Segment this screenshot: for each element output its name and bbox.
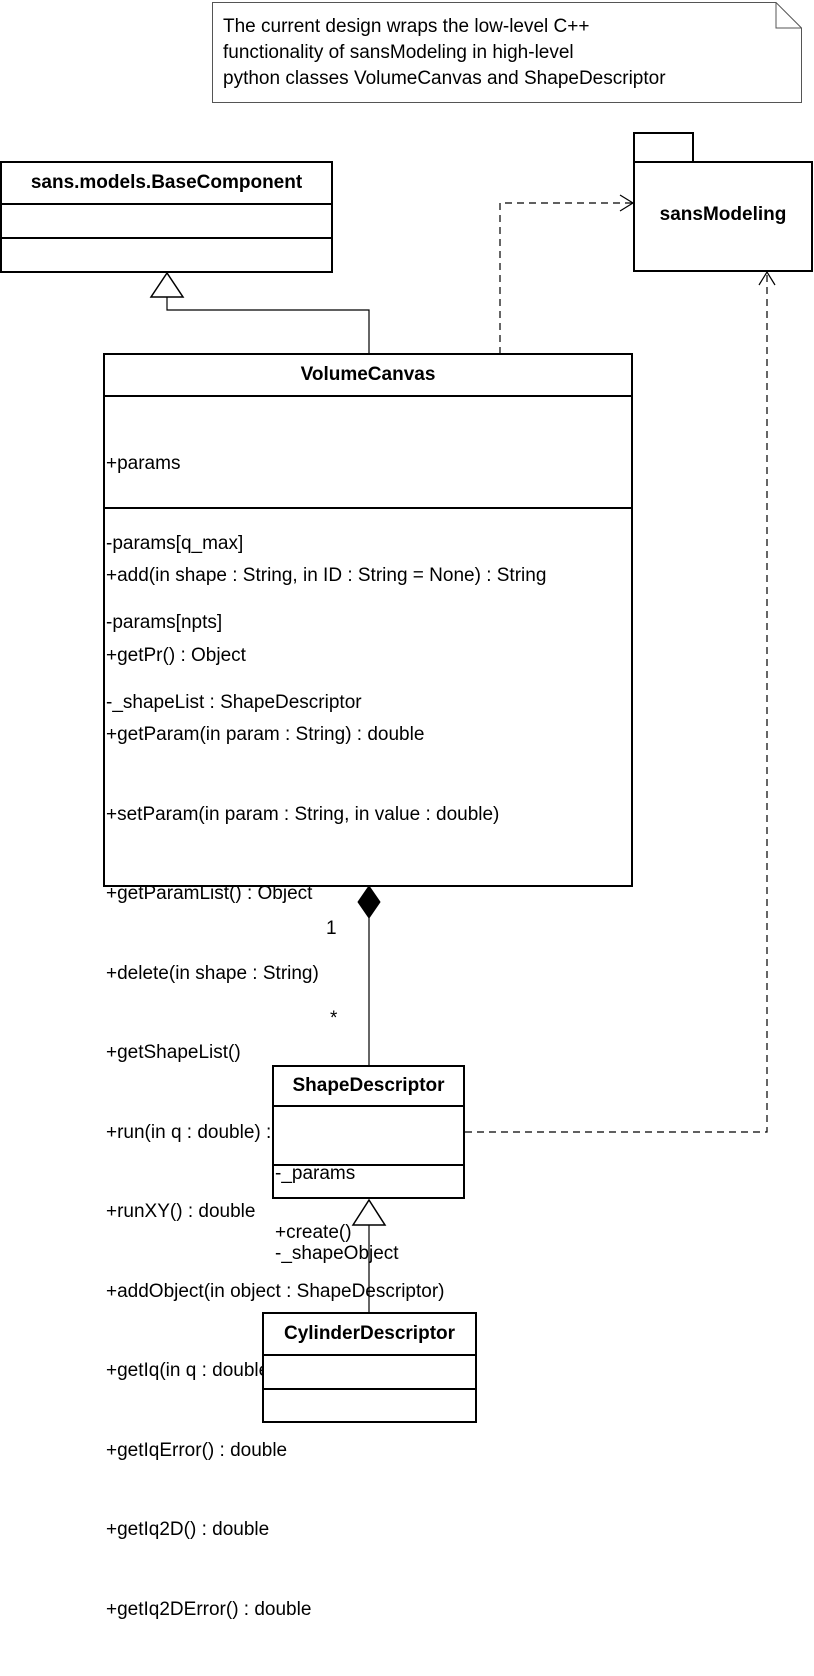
operation: +setParam(in param : String, in value : … — [106, 803, 500, 825]
operation: +runXY() : double — [106, 1201, 256, 1222]
package-shape — [633, 132, 813, 272]
multiplicity-part: * — [330, 1008, 338, 1029]
operation: +create() — [275, 1222, 352, 1243]
attribute: -_params — [275, 1163, 356, 1184]
attributes-compartment — [264, 1356, 475, 1390]
operations-compartment: +create() — [274, 1166, 463, 1300]
composition-diamond-icon — [357, 885, 381, 919]
dependency-shapedescriptor-to-sansmodeling — [465, 270, 776, 1133]
attribute: -params[npts] — [106, 612, 223, 633]
package-name: sansModeling — [659, 204, 787, 225]
operations-compartment — [264, 1390, 475, 1421]
attribute: -_shapeList : ShapeDescriptor — [106, 691, 362, 713]
generalization-cylinderdescriptor-to-shapedescriptor — [351, 1198, 387, 1313]
class-basecomponent[interactable]: sans.models.BaseComponent — [0, 161, 333, 273]
open-arrowhead-icon — [758, 270, 776, 286]
operation: +getPr() : Object — [106, 644, 246, 666]
class-name: CylinderDescriptor — [264, 1314, 475, 1356]
attribute: -_shapeObject — [275, 1242, 399, 1264]
relationship-connectors — [149, 194, 776, 1313]
note-line: The current design wraps the low-level C… — [223, 16, 590, 37]
attribute: -params[q_max] — [106, 532, 244, 554]
note-line: python classes VolumeCanvas and ShapeDes… — [223, 68, 666, 89]
operation: +addObject(in object : ShapeDescriptor) — [106, 1280, 445, 1302]
class-name: sans.models.BaseComponent — [2, 163, 331, 205]
operation: +getIqError() : double — [106, 1439, 288, 1461]
operation: +getIq2D() : double — [106, 1519, 270, 1540]
class-name: ShapeDescriptor — [274, 1067, 463, 1107]
inheritance-triangle-icon — [351, 1198, 387, 1226]
attributes-compartment: +params -params[q_max] -params[npts] -_s… — [105, 397, 631, 713]
attribute: +params — [106, 453, 181, 474]
operation: +getParam(in param : String) : double — [106, 724, 425, 745]
operation: +add(in shape : String, in ID : String =… — [106, 565, 547, 586]
operation: +getIq2DError() : double — [106, 1598, 312, 1620]
operations-compartment — [2, 239, 331, 271]
multiplicity-whole: 1 — [326, 918, 337, 939]
attributes-compartment — [2, 205, 331, 239]
generalization-volumecanvas-to-basecomponent — [149, 271, 370, 354]
design-note: The current design wraps the low-level C… — [212, 2, 802, 103]
operation: +delete(in shape : String) — [106, 962, 319, 984]
attributes-compartment: -_params -_shapeObject — [274, 1107, 463, 1264]
class-shapedescriptor[interactable]: ShapeDescriptor -_params -_shapeObject +… — [272, 1065, 465, 1264]
dependency-volumecanvas-to-sansmodeling — [499, 194, 635, 354]
class-name: VolumeCanvas — [105, 355, 631, 397]
class-volumecanvas[interactable]: VolumeCanvas +params -params[q_max] -par… — [103, 353, 633, 1620]
class-cylinderdescriptor[interactable]: CylinderDescriptor — [262, 1312, 477, 1423]
composition-volumecanvas-shapedescriptor — [357, 885, 381, 1065]
note-text: The current design wraps the low-level C… — [223, 14, 666, 92]
note-line: functionality of sansModeling in high-le… — [223, 42, 574, 63]
package-sansmodeling[interactable]: sansModeling — [633, 132, 813, 272]
inheritance-triangle-icon — [149, 271, 185, 298]
operation: +getShapeList() — [106, 1042, 241, 1063]
operation: +getParamList() : Object — [106, 883, 313, 904]
note-shape — [212, 2, 802, 103]
